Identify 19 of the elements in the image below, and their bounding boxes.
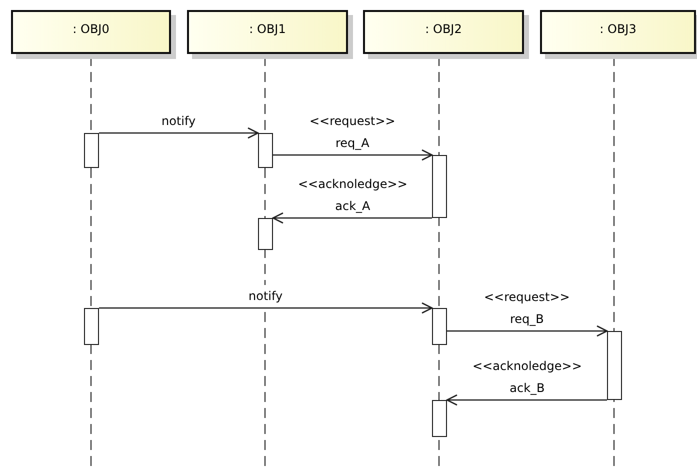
message-arrow: [272, 212, 432, 224]
message-arrow: [447, 325, 608, 337]
object-name: : OBJ3: [600, 22, 636, 38]
activation-bar: [258, 218, 273, 250]
activation-bar: [84, 133, 99, 168]
activation-bar: [607, 331, 622, 400]
message-arrow: [99, 302, 433, 314]
activation-bar: [84, 308, 99, 345]
object-name: : OBJ2: [425, 22, 462, 38]
activation-bar: [432, 155, 447, 218]
activation-bar: [432, 308, 447, 345]
object-name: : OBJ1: [249, 22, 286, 38]
edge-label: notify: [246, 285, 285, 307]
activation-bar: [432, 400, 447, 437]
object-name: : OBJ0: [72, 22, 110, 38]
message-arrow: [446, 394, 607, 406]
activation-bar: [258, 133, 273, 168]
message-arrow: [273, 149, 433, 161]
message-arrow: [99, 127, 259, 139]
